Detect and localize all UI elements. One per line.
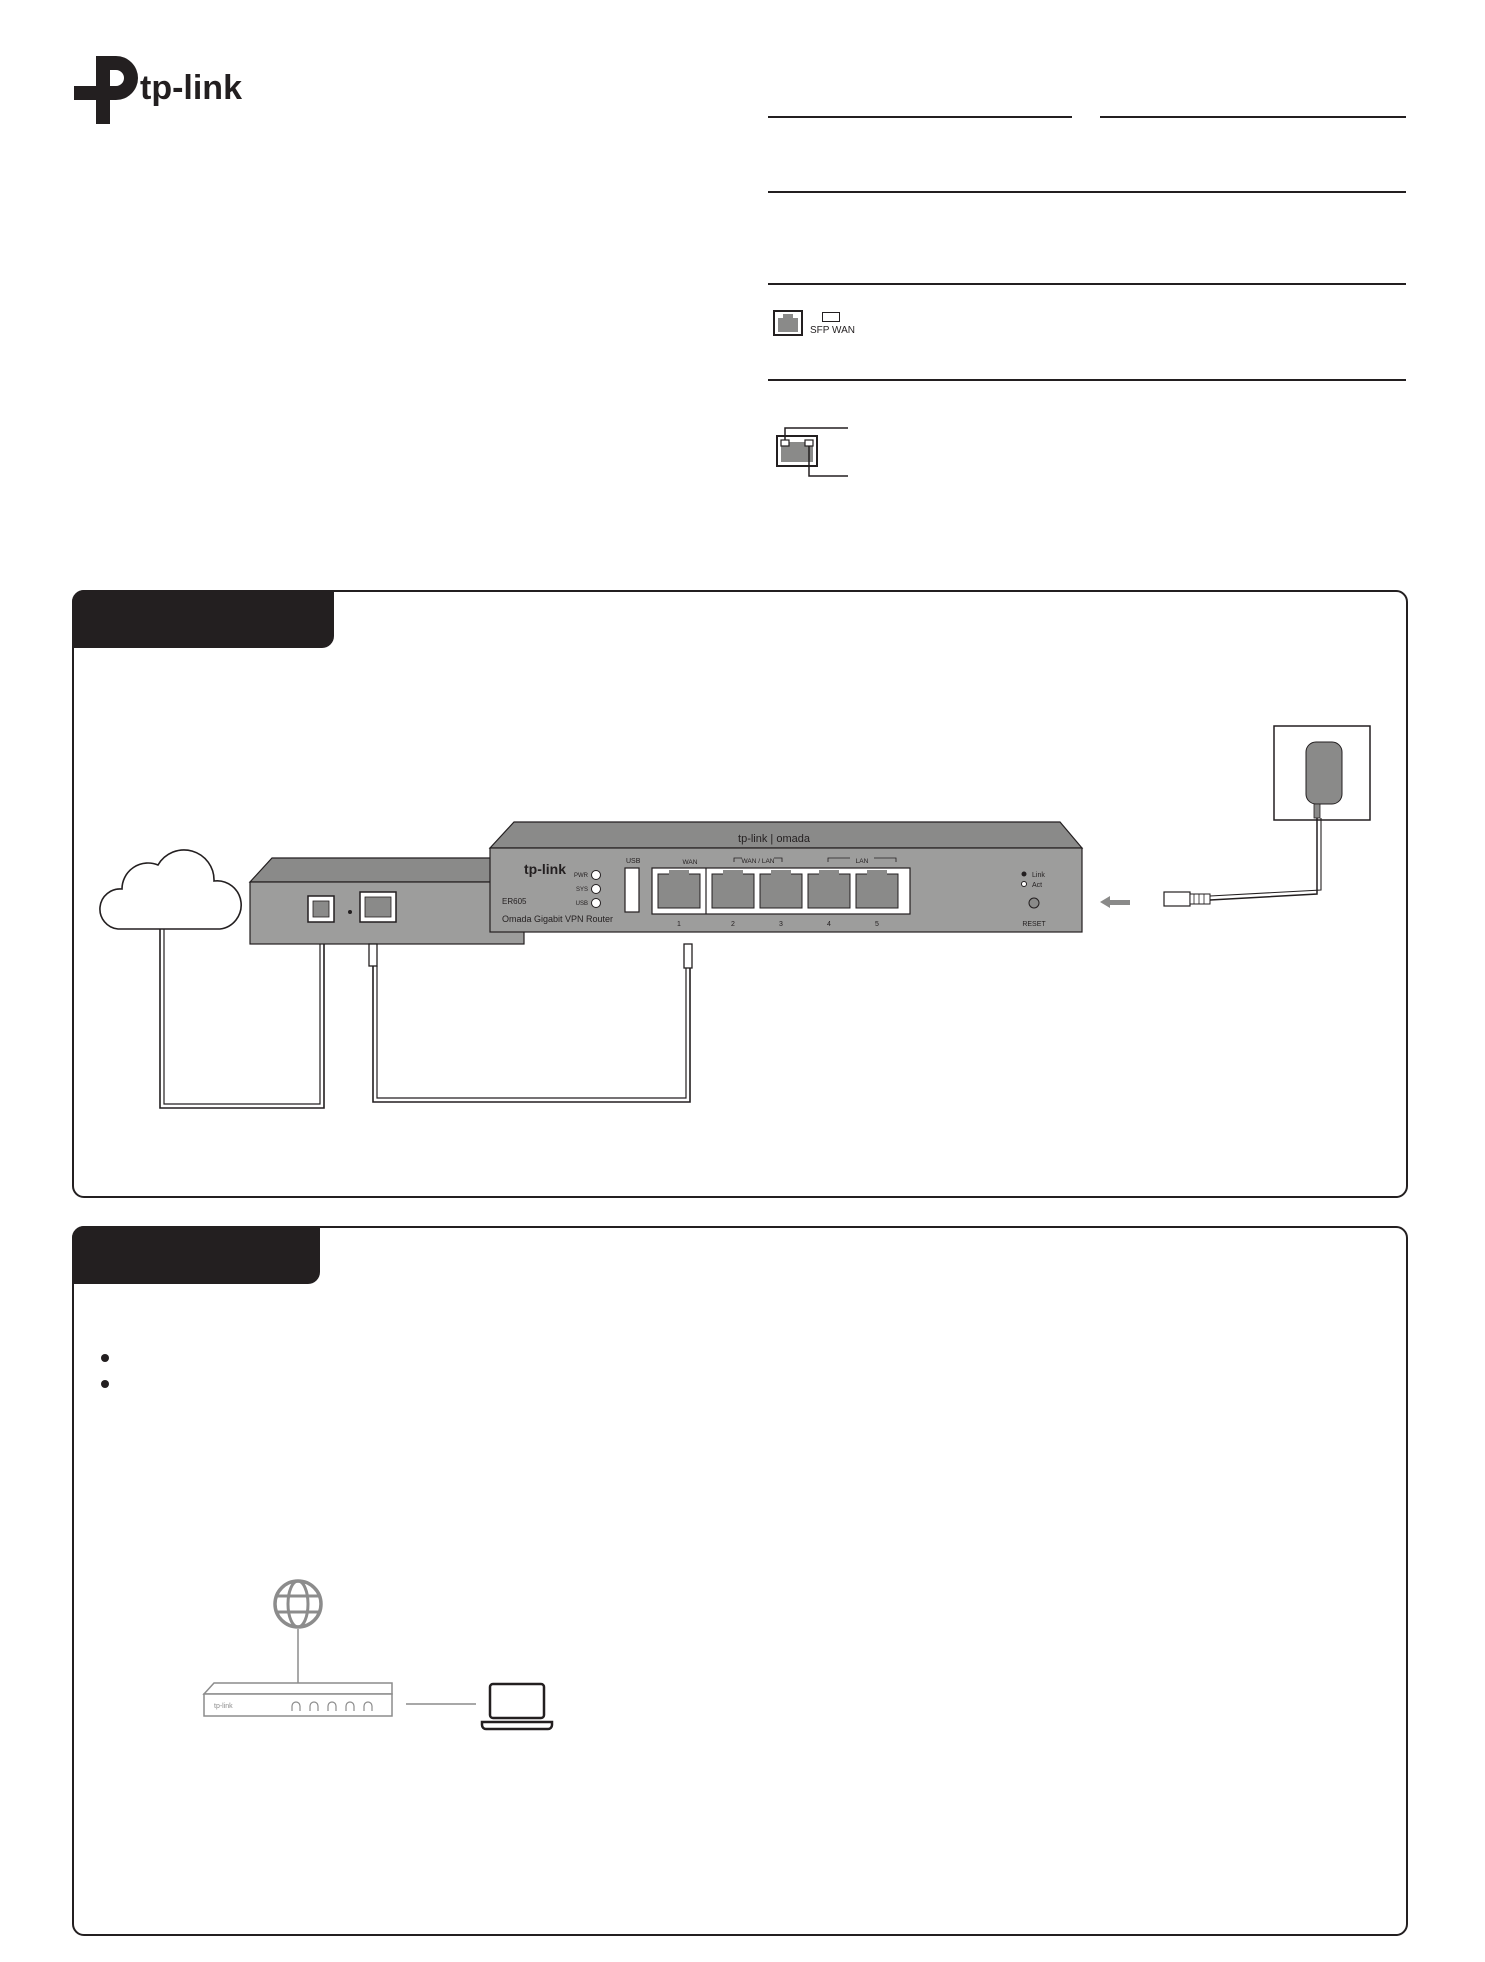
port-number-2: 2	[731, 921, 735, 928]
legend-link: Link	[1032, 872, 1045, 879]
cable-cloud-modem	[159, 916, 325, 1109]
mini-router-icon: tp-link	[202, 1682, 393, 1717]
usb-label: USB	[626, 858, 641, 865]
port-number-5: 5	[875, 921, 879, 928]
port-number-4: 4	[827, 921, 831, 928]
rj45-port-icon	[773, 310, 803, 336]
mini-router-brand: tp-link	[214, 1703, 233, 1710]
port-number-1: 1	[677, 921, 681, 928]
router-front-brand: tp-link	[524, 861, 566, 877]
globe-icon	[273, 1579, 323, 1629]
legend-act: Act	[1032, 882, 1042, 889]
connection-diagram: tp-link | omada tp-link ER605 Omada Giga…	[99, 725, 1371, 1109]
header-rule-right	[1100, 116, 1406, 118]
port-led-diagram	[776, 424, 856, 480]
port-group-wan: WAN	[683, 859, 698, 866]
router-device: tp-link | omada tp-link ER605 Omada Giga…	[488, 821, 1084, 933]
router-model: ER605	[502, 897, 527, 906]
tp-link-logo: tp-link	[68, 52, 268, 128]
cable-modem-router	[372, 966, 691, 1103]
internet-cloud-icon	[99, 849, 242, 930]
led-label-usb: USB	[576, 901, 588, 907]
router-port-5	[855, 870, 899, 909]
logo-wordmark: tp-link	[140, 69, 242, 107]
configuration-panel-tab	[72, 1226, 320, 1284]
insert-arrow-icon	[1100, 896, 1130, 908]
usb-port	[624, 867, 640, 913]
sfp-port-icon	[822, 312, 840, 322]
router-top-brand: tp-link | omada	[738, 833, 811, 845]
reset-label: RESET	[1022, 921, 1046, 928]
router-port-3	[759, 870, 803, 909]
header-rule-left	[768, 116, 1072, 118]
led-label-pwr: PWR	[574, 873, 589, 879]
router-port-1	[657, 870, 701, 909]
port-group-wanlan: WAN / LAN	[742, 858, 775, 865]
router-port-4	[807, 870, 851, 909]
tp-link-mark-icon	[74, 56, 138, 124]
bullet-1	[101, 1354, 109, 1362]
power-adapter	[1163, 725, 1371, 907]
router-port-2	[711, 870, 755, 909]
modem-device	[248, 857, 526, 945]
bullet-2	[101, 1380, 109, 1388]
led-label-sys: SYS	[576, 887, 588, 893]
reset-button	[1028, 897, 1040, 909]
connection-panel: tp-link | omada tp-link ER605 Omada Giga…	[72, 590, 1408, 1198]
sfp-wan-label: SFP WAN	[810, 325, 856, 336]
section-rule-3	[768, 379, 1406, 381]
section-rule-2	[768, 283, 1406, 285]
port-group-lan: LAN	[856, 858, 869, 865]
configuration-panel: tp-link	[72, 1226, 1408, 1936]
laptop-icon	[480, 1682, 554, 1731]
port-number-3: 3	[779, 921, 783, 928]
connection-panel-tab	[72, 590, 334, 648]
section-rule-1	[768, 191, 1406, 193]
config-diagram: tp-link	[202, 1579, 554, 1731]
router-product-name: Omada Gigabit VPN Router	[502, 914, 613, 924]
modem-port-dsl	[307, 895, 335, 923]
